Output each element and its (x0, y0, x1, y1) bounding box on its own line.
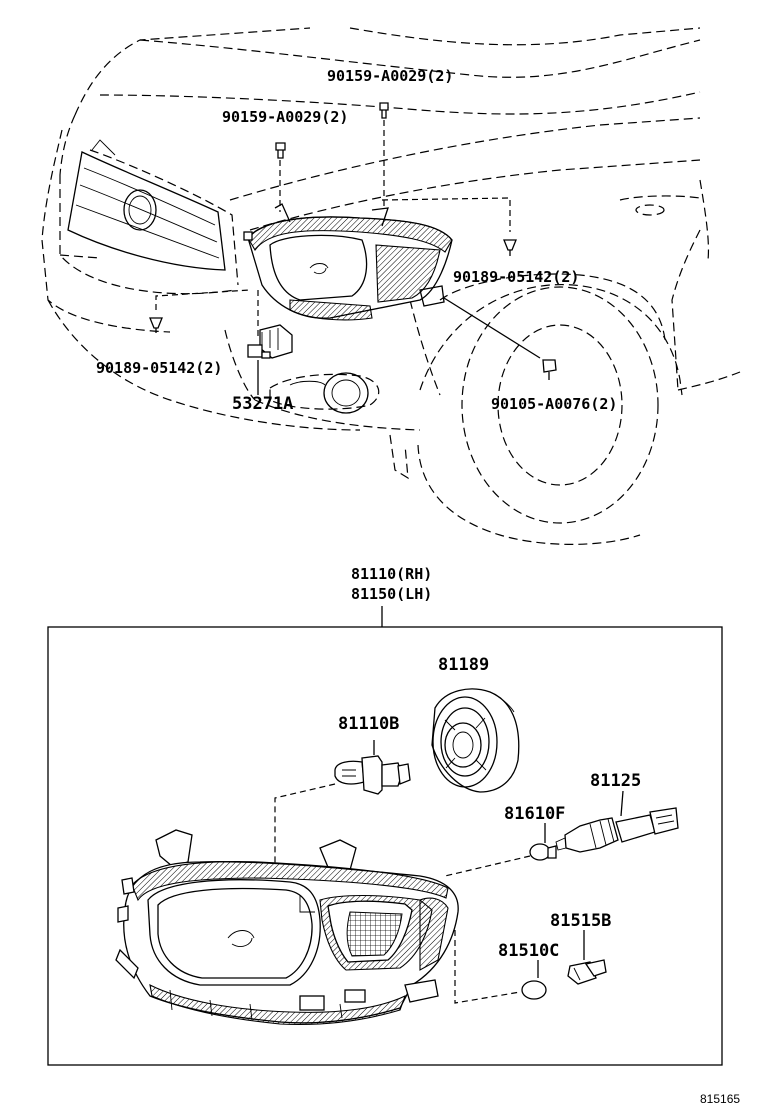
bulb-socket (555, 790, 679, 853)
label-screw: 90105-A0076(2) (491, 395, 617, 413)
label-wedge-bulb: 81610F (504, 804, 565, 824)
label-clip-right: 90189-05142(2) (453, 268, 579, 286)
assembly-frame (47, 626, 723, 1066)
headlamp-assembly (115, 829, 459, 1026)
hid-bulb (274, 740, 411, 912)
wedge-bulb (444, 823, 557, 877)
label-assy-rh: 81110(RH) (351, 565, 432, 583)
bracket-part (247, 324, 293, 359)
label-bulb-socket: 81125 (590, 771, 641, 791)
vehicle-front-outline (41, 27, 741, 545)
label-side-bulb: 81510C (498, 941, 559, 961)
label-top-bolt-left: 90159-A0029(2) (222, 108, 348, 126)
fasteners-top (149, 102, 557, 395)
side-bulb (454, 920, 547, 1004)
label-bulb-cover: 81189 (438, 655, 489, 675)
installed-headlamp (243, 203, 453, 321)
label-side-socket: 81515B (550, 911, 611, 931)
side-socket (567, 930, 607, 985)
bulb-cover (431, 688, 520, 793)
label-clip-left: 90189-05142(2) (96, 359, 222, 377)
label-diagram-code: 815165 (700, 1092, 740, 1106)
label-assy-lh: 81150(LH) (351, 585, 432, 603)
label-bracket: 53271A (232, 394, 293, 414)
label-top-bolt-right: 90159-A0029(2) (327, 67, 453, 85)
label-hid-bulb: 81110B (338, 714, 399, 734)
